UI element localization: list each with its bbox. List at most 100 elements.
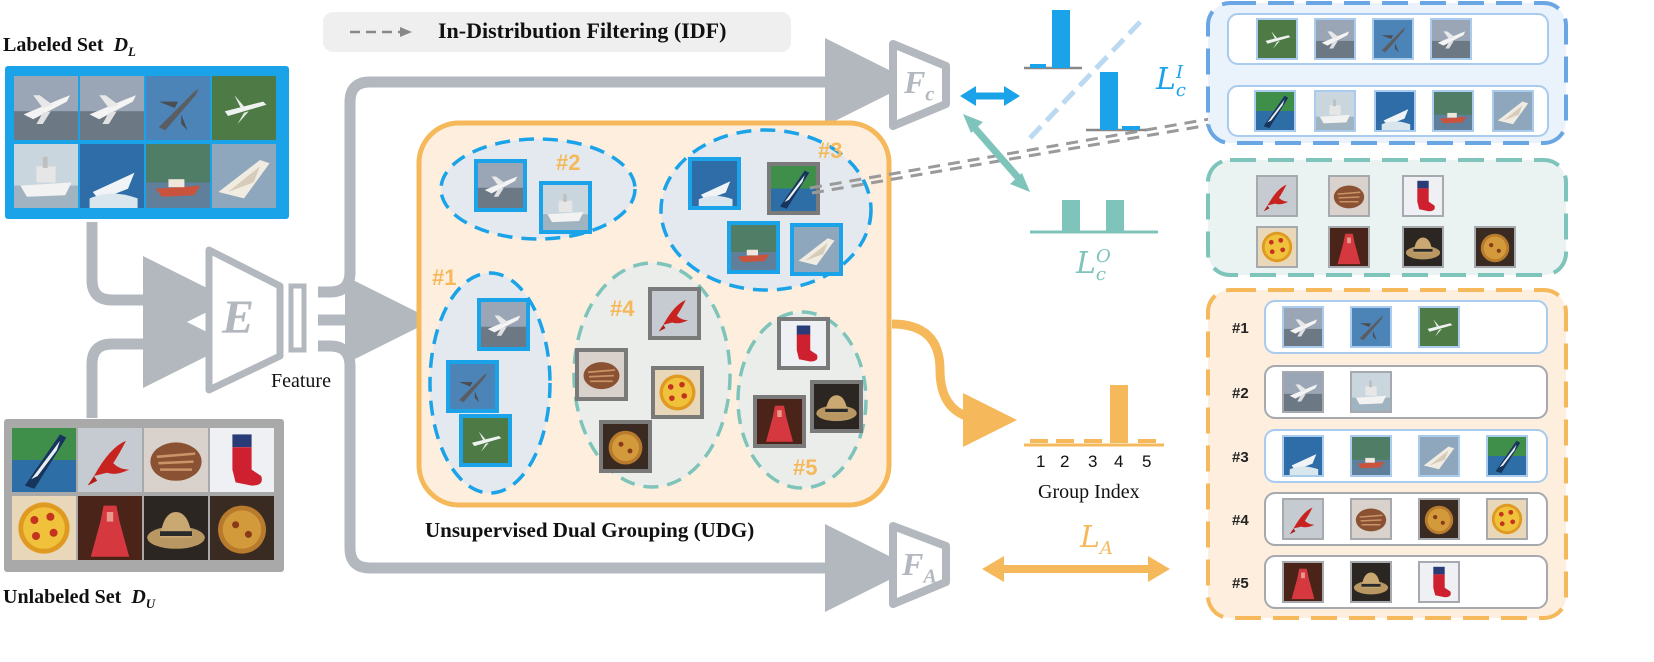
id-divider: [1028, 18, 1144, 140]
id-hist-1-bar-small: [1030, 64, 1046, 68]
unlabeled-set-subscript: U: [145, 596, 156, 611]
group-3-boat3-icon: [1350, 435, 1392, 477]
labeled-set-subscript: L: [128, 44, 136, 59]
arrow-feature-to-fc: [318, 38, 913, 298]
group-1-jet-icon: [1350, 306, 1392, 348]
labeled-jet-icon: [146, 76, 210, 140]
arrow-unlabeled-to-encoder: [86, 300, 231, 418]
unlabeled-lobster-icon: [78, 428, 142, 492]
group-hist-bars: [1030, 385, 1156, 443]
group-row-1: [1264, 300, 1548, 354]
right-thumbnails: [1254, 18, 1534, 603]
group-row-3: [1264, 429, 1548, 483]
udg-airplane-icon: [474, 159, 527, 212]
in-dist-kayak-icon: [1254, 90, 1296, 132]
group-4-pizza-icon: [1486, 498, 1528, 540]
group-5-stocking-icon: [1418, 561, 1460, 603]
in-dist-boat2-icon: [1374, 90, 1416, 132]
right-row-label-5: #5: [1232, 575, 1249, 592]
ood-hist-bar-1: [1062, 200, 1080, 232]
ood-lobster-icon: [1256, 175, 1298, 217]
loss-lci-sup: I: [1176, 62, 1184, 83]
in-dist-boat4-icon: [1492, 90, 1534, 132]
arrow-fc-to-in-dist: [960, 86, 1020, 106]
unlabeled-set-title-text: Unlabeled Set: [3, 586, 122, 608]
unlabeled-kayak-icon: [12, 428, 76, 492]
cluster-2: [439, 137, 637, 241]
labeled-set-title: Labeled Set DL: [3, 34, 136, 60]
in-dist-boat3-icon: [1432, 90, 1474, 132]
cluster-5-tag: #5: [793, 455, 818, 480]
cluster-3-tag: #3: [818, 138, 843, 163]
loss-la: LA: [1080, 520, 1113, 559]
group-row-4: [1264, 492, 1548, 546]
ood-pizza-icon: [1256, 226, 1298, 268]
group-row-2: [1264, 365, 1548, 419]
cluster-2-tag: #2: [556, 150, 581, 175]
feature-bar: [288, 283, 307, 353]
udg-caption: Unsupervised Dual Grouping (UDG): [425, 518, 755, 542]
loss-lco-sub: c: [1095, 264, 1107, 285]
loss-lci-symbol: L: [1156, 62, 1176, 97]
fc-label-sub: c: [925, 83, 935, 106]
right-row-label-4: #4: [1232, 512, 1249, 529]
group-2-airplane-icon: [1282, 371, 1324, 413]
group-tick-4: 4: [1114, 452, 1124, 471]
group-tick-5: 5: [1142, 452, 1152, 471]
loss-lci-sub: c: [1175, 80, 1187, 101]
idf-dashed-line-2: [811, 116, 1251, 195]
udg-boat2-icon: [688, 157, 741, 210]
udg-boat-icon: [539, 181, 592, 234]
labeled-boat4-icon: [212, 144, 276, 208]
labeled-airplane-icon: [14, 76, 78, 140]
fa-label-sub: A: [923, 565, 937, 588]
group-3-boat2-icon: [1282, 435, 1324, 477]
idf-legend-arrowhead: [400, 27, 412, 37]
arrow-udg-to-histogram: [891, 319, 1017, 447]
id-hist-2-bar-tall: [1100, 72, 1118, 130]
udg-stocking-icon: [777, 317, 830, 370]
labeled-set-symbol: D: [113, 34, 129, 56]
group-3-boat4-icon: [1418, 435, 1460, 477]
in-dist-jet2-icon: [1256, 18, 1298, 60]
labeled-set-title-text: Labeled Set: [3, 34, 104, 56]
udg-thumbnails: [446, 157, 863, 473]
unlabeled-dress-icon: [78, 496, 142, 560]
in-dist-boat-icon: [1314, 90, 1356, 132]
group-hist-bar-3: [1084, 439, 1102, 443]
id-hist-2-bar-small: [1122, 126, 1140, 130]
group-1-airplane-icon: [1282, 306, 1324, 348]
labeled-boat2-icon: [80, 144, 144, 208]
right-row-label-2: #2: [1232, 385, 1249, 402]
udg-boat4-icon: [790, 223, 843, 276]
cluster-4-tag: #4: [610, 296, 635, 321]
udg-pizza2-icon: [599, 420, 652, 473]
idf-legend-label: In-Distribution Filtering (IDF): [438, 18, 727, 43]
fc-label: Fc: [904, 64, 934, 106]
unlabeled-pizza-icon: [12, 496, 76, 560]
unlabeled-stocking-icon: [210, 428, 274, 492]
loss-lci: LcI: [1156, 62, 1187, 101]
arrow-fc-to-ood: [963, 114, 1030, 192]
group-index-label: Group Index: [1038, 481, 1140, 503]
group-2-boat-icon: [1350, 371, 1392, 413]
group-hist-bar-1: [1030, 439, 1048, 443]
group-3-kayak-icon: [1486, 435, 1528, 477]
unlabeled-bread-icon: [144, 428, 208, 492]
group-5-hat-icon: [1350, 561, 1392, 603]
encoder-label: E: [222, 291, 255, 344]
group-hist-bar-5: [1138, 439, 1156, 443]
arrow-labeled-to-encoder: [86, 222, 231, 344]
udg-airplane-icon: [477, 298, 530, 351]
group-row-5: [1264, 555, 1548, 609]
encoder-trapezoid: [205, 246, 284, 394]
udg-lobster-icon: [648, 287, 701, 340]
loss-lco-symbol: L: [1076, 246, 1096, 281]
udg-pizza-icon: [651, 366, 704, 419]
feature-label: Feature: [271, 370, 331, 392]
group-tick-3: 3: [1088, 452, 1098, 471]
fa-head: [889, 522, 950, 608]
group-tick-2: 2: [1060, 452, 1070, 471]
